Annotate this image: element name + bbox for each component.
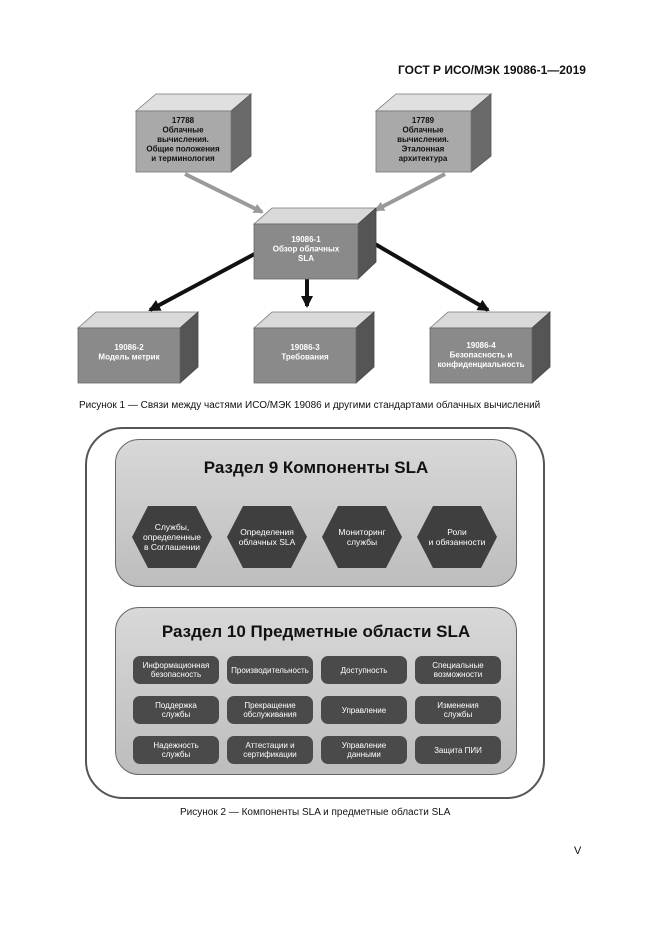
figure-2-diagram: Раздел 9 Компоненты SLA Службы, определе… [85, 427, 545, 799]
arrow-17789-to-center [374, 172, 446, 212]
area-performance: Производительность [227, 656, 313, 684]
arrow-center-to-4 [373, 242, 490, 312]
component-cloud-sla-definitions: Определения облачных SLA [227, 506, 307, 568]
area-governance: Управление [321, 696, 407, 724]
area-service-support: Поддержка службы [133, 696, 219, 724]
area-information-security: Информационная безопасность [133, 656, 219, 684]
area-accessibility: Специальные возможности [415, 656, 501, 684]
area-attestations: Аттестации и сертификации [227, 736, 313, 764]
page-number: V [574, 845, 582, 857]
section-9-panel: Раздел 9 Компоненты SLA Службы, определе… [115, 439, 517, 587]
area-service-reliability: Надежность службы [133, 736, 219, 764]
document-header: ГОСТ Р ИСО/МЭК 19086-1—2019 [398, 63, 586, 77]
area-pii-protection: Защита ПИИ [415, 736, 501, 764]
area-service-changes: Изменения службы [415, 696, 501, 724]
figure-1-caption: Рисунок 1 — Связи между частями ИСО/МЭК … [79, 400, 541, 411]
component-services-in-agreement: Службы, определенные в Соглашении [132, 506, 212, 568]
area-availability: Доступность [321, 656, 407, 684]
component-roles-responsibilities: Роли и обязанности [417, 506, 497, 568]
component-service-monitoring: Мониторинг службы [322, 506, 402, 568]
section-10-title: Раздел 10 Предметные области SLA [161, 622, 471, 641]
section-9-title: Раздел 9 Компоненты SLA [203, 458, 429, 477]
arrow-17788-to-center [184, 172, 264, 214]
area-termination: Прекращение обслуживания [227, 696, 313, 724]
area-data-management: Управление данными [321, 736, 407, 764]
section-10-panel: Раздел 10 Предметные области SLA Информа… [115, 607, 517, 775]
arrow-center-to-2 [148, 248, 263, 312]
figure-2-caption: Рисунок 2 — Компоненты SLA и предметные … [180, 807, 451, 818]
